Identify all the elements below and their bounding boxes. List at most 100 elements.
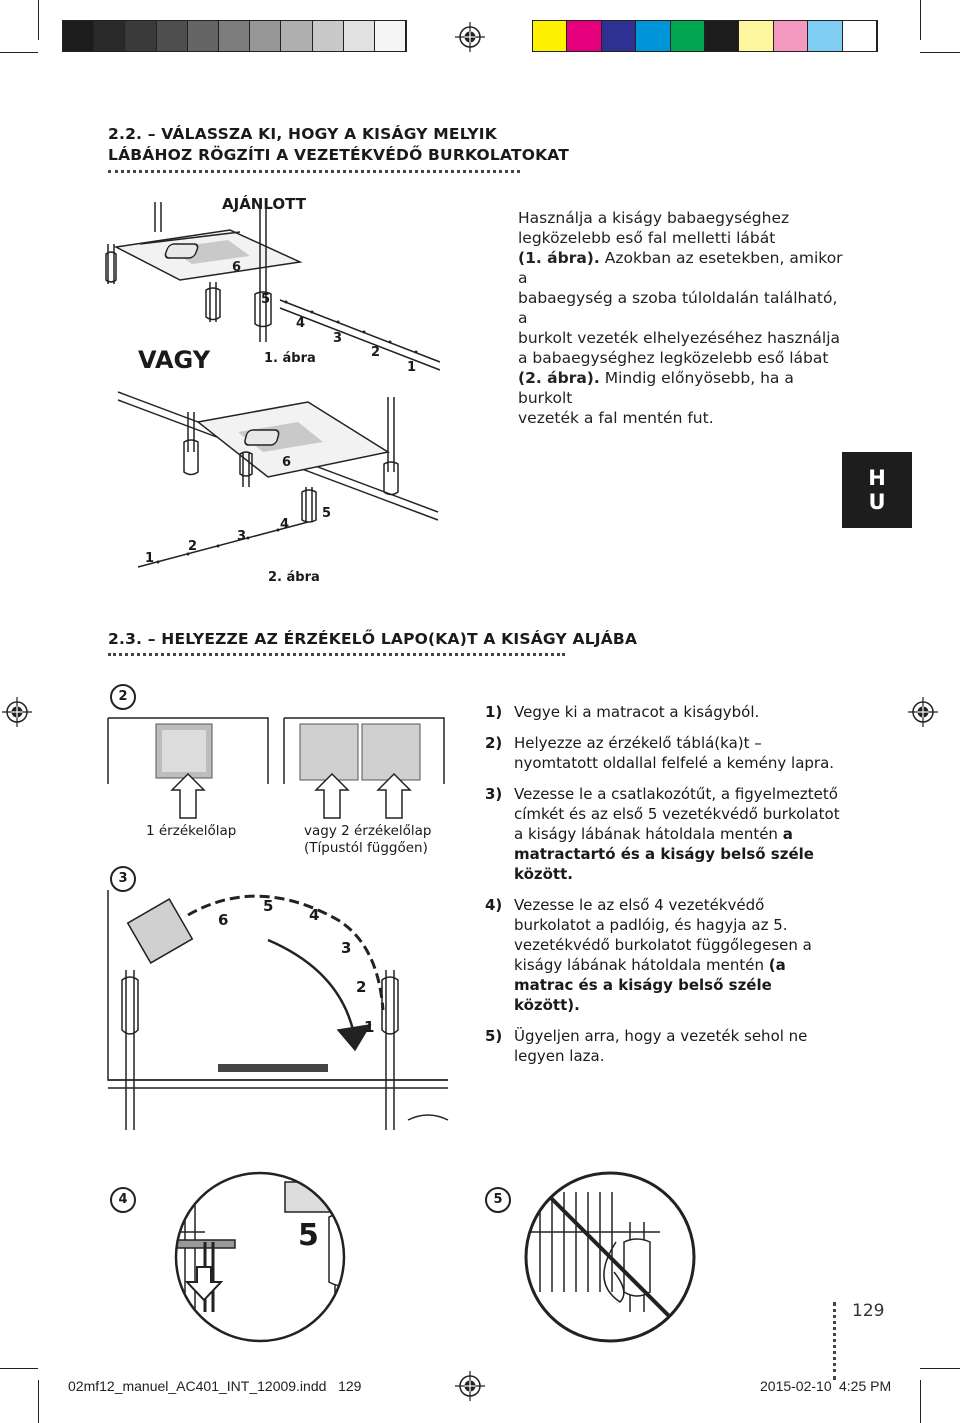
fig1-number: 4: [296, 316, 306, 331]
color-swatch: [739, 21, 774, 51]
figure-4-big-number: 5: [298, 1218, 319, 1253]
fig2-number: 6: [282, 455, 292, 470]
step-text-part: Vezesse le a csatlakozótűt, a figyelmezt…: [514, 785, 840, 843]
step-number: 5): [485, 1027, 503, 1045]
gray-swatch: [250, 21, 282, 51]
two-pads-label-line: vagy 2 érzékelőlap: [304, 823, 432, 839]
gray-swatch: [218, 21, 251, 51]
step-text-bold: a matractartó és a kiságy belső széle kö…: [514, 825, 814, 883]
step-text: Helyezze az érzékelő táblá(ka)t – nyomta…: [514, 733, 840, 773]
step-text-part: Helyezze az érzékelő táblá(ka)t – nyomta…: [514, 734, 835, 772]
dotted-divider: [108, 653, 565, 656]
fig1-number: 6: [232, 260, 242, 275]
crop-mark: [920, 52, 960, 53]
crop-mark: [0, 52, 38, 53]
crop-mark: [38, 1380, 39, 1423]
fig1-number: 1: [407, 360, 417, 375]
two-pads-label-line: (Típustól függően): [304, 840, 428, 856]
section-heading-line2: LÁBÁHOZ RÖGZÍTI A VEZETÉKVÉDŐ BURKOLATOK…: [108, 146, 570, 164]
fig1-number: 5: [261, 292, 271, 307]
figure-ref: (2. ábra).: [518, 369, 600, 387]
color-swatch: [808, 21, 843, 51]
step-number: 3): [485, 785, 503, 803]
crib-leg-wall-figure-1: [105, 202, 441, 371]
step-number: 4): [485, 896, 503, 914]
fig2-number: 5: [322, 506, 332, 521]
fig2-number: 3: [237, 529, 247, 544]
correct-cable-position-detail: [174, 1171, 346, 1343]
section-heading: 2.3. – HELYEZZE AZ ÉRZÉKELŐ LAPO(KA)T A …: [108, 630, 638, 648]
arc-number: 5: [263, 897, 274, 915]
crop-mark: [920, 1380, 921, 1423]
registration-mark-icon: [2, 697, 32, 727]
color-swatch: [705, 21, 740, 51]
fig2-number: 2: [188, 539, 198, 554]
or-label: VAGY: [138, 346, 211, 374]
step-text: Vezesse le a csatlakozótűt, a figyelmezt…: [514, 784, 840, 884]
figure-2-caption: 2. ábra: [268, 570, 320, 585]
fig2-number: 4: [280, 517, 290, 532]
gray-swatch: [156, 21, 188, 51]
cable-routing-figure: [107, 890, 449, 1130]
color-swatch: [670, 21, 706, 51]
page-number-divider: [833, 1302, 836, 1380]
fig1-number: 3: [333, 331, 343, 346]
step-text-part: Ügyeljen arra, hogy a vezeték sehol ne l…: [514, 1027, 808, 1065]
figure-ref: (1. ábra).: [518, 249, 600, 267]
step-text-part: Vezesse le az első 4 vezetékvédő burkola…: [514, 896, 812, 974]
gray-swatch: [343, 21, 375, 51]
fig1-number: 2: [371, 345, 381, 360]
color-swatch: [601, 21, 637, 51]
gray-swatch: [63, 21, 95, 51]
language-tab-line: H: [868, 466, 886, 490]
paragraph-line: a babaegységhez legközelebb eső lábat: [518, 349, 829, 367]
color-swatch: [533, 21, 568, 51]
paragraph-line: vezeték a fal mentén fut.: [518, 409, 714, 427]
arc-number: 6: [218, 911, 229, 929]
color-swatch: [773, 21, 809, 51]
instruction-step: 3) Vezesse le a csatlakozótűt, a figyelme…: [485, 784, 840, 884]
color-calibration-bar: [532, 20, 878, 52]
gray-swatch: [94, 21, 126, 51]
step-text: Vezesse le az első 4 vezetékvédő burkola…: [514, 895, 840, 1015]
paragraph-line-part: Mindig előnyösebb, ha a burkolt: [518, 369, 794, 407]
step-5-marker: 5: [485, 1187, 511, 1213]
grayscale-calibration-bar: [62, 20, 407, 52]
color-swatch: [567, 21, 602, 51]
arc-number: 4: [309, 906, 320, 924]
footer-date: 2015-02-10: [760, 1378, 832, 1394]
paragraph-line: burkolt vezeték elhelyezéséhez használja: [518, 329, 841, 347]
section-heading-line1: 2.2. – VÁLASSZA KI, HOGY A KISÁGY MELYIK: [108, 125, 497, 143]
crop-mark: [920, 1368, 960, 1369]
instruction-steps: 1)Vegye ki a matracot a kiságyból. 2) Hely…: [485, 702, 840, 1077]
paragraph-line-part: Azokban az esetekben, amikor a: [518, 249, 843, 287]
crop-mark: [38, 0, 39, 40]
two-pads-label: vagy 2 érzékelőlap (Típustól függően): [304, 823, 432, 857]
step-text: Ügyeljen arra, hogy a vezeték sehol ne l…: [514, 1026, 840, 1066]
recommended-label: AJÁNLOTT: [222, 195, 306, 213]
footer-filename: 02mf12_manuel_AC401_INT_12009.indd 129: [68, 1378, 362, 1394]
step-number: 2): [485, 734, 503, 752]
paragraph-line: (2. ábra). Mindig előnyösebb, ha a burko…: [518, 368, 848, 408]
crib-leg-room-figure-2: [117, 391, 439, 568]
dotted-divider: [108, 170, 520, 173]
instruction-step: 5) Ügyeljen arra, hogy a vezeték sehol ne…: [485, 1026, 840, 1066]
step-text: Vegye ki a matracot a kiságyból.: [514, 702, 759, 722]
fig2-number: 1: [145, 551, 155, 566]
sensor-pad-figure: [107, 717, 445, 819]
arc-number: 2: [356, 978, 367, 996]
instruction-step: 4) Vezesse le az első 4 vezetékvédő burko…: [485, 895, 840, 1015]
color-swatch: [842, 21, 878, 51]
section-22-paragraph: Használja a kiságy babaegységhez legköze…: [518, 208, 848, 428]
gray-swatch: [125, 21, 157, 51]
gray-swatch: [281, 21, 313, 51]
crop-mark: [920, 0, 921, 40]
instruction-step: 2) Helyezze az érzékelő táblá(ka)t – nyom…: [485, 733, 840, 773]
instruction-step: 1)Vegye ki a matracot a kiságyból.: [485, 702, 840, 722]
paragraph-line: (1. ábra). Azokban az esetekben, amikor …: [518, 248, 848, 288]
language-tab: H U: [842, 452, 912, 528]
paragraph-line: babaegység a szoba túloldalán található,…: [518, 289, 838, 327]
step-2-marker: 2: [110, 684, 136, 710]
section-heading: 2.2. – VÁLASSZA KI, HOGY A KISÁGY MELYIK…: [108, 124, 569, 166]
crop-mark: [0, 1368, 38, 1369]
